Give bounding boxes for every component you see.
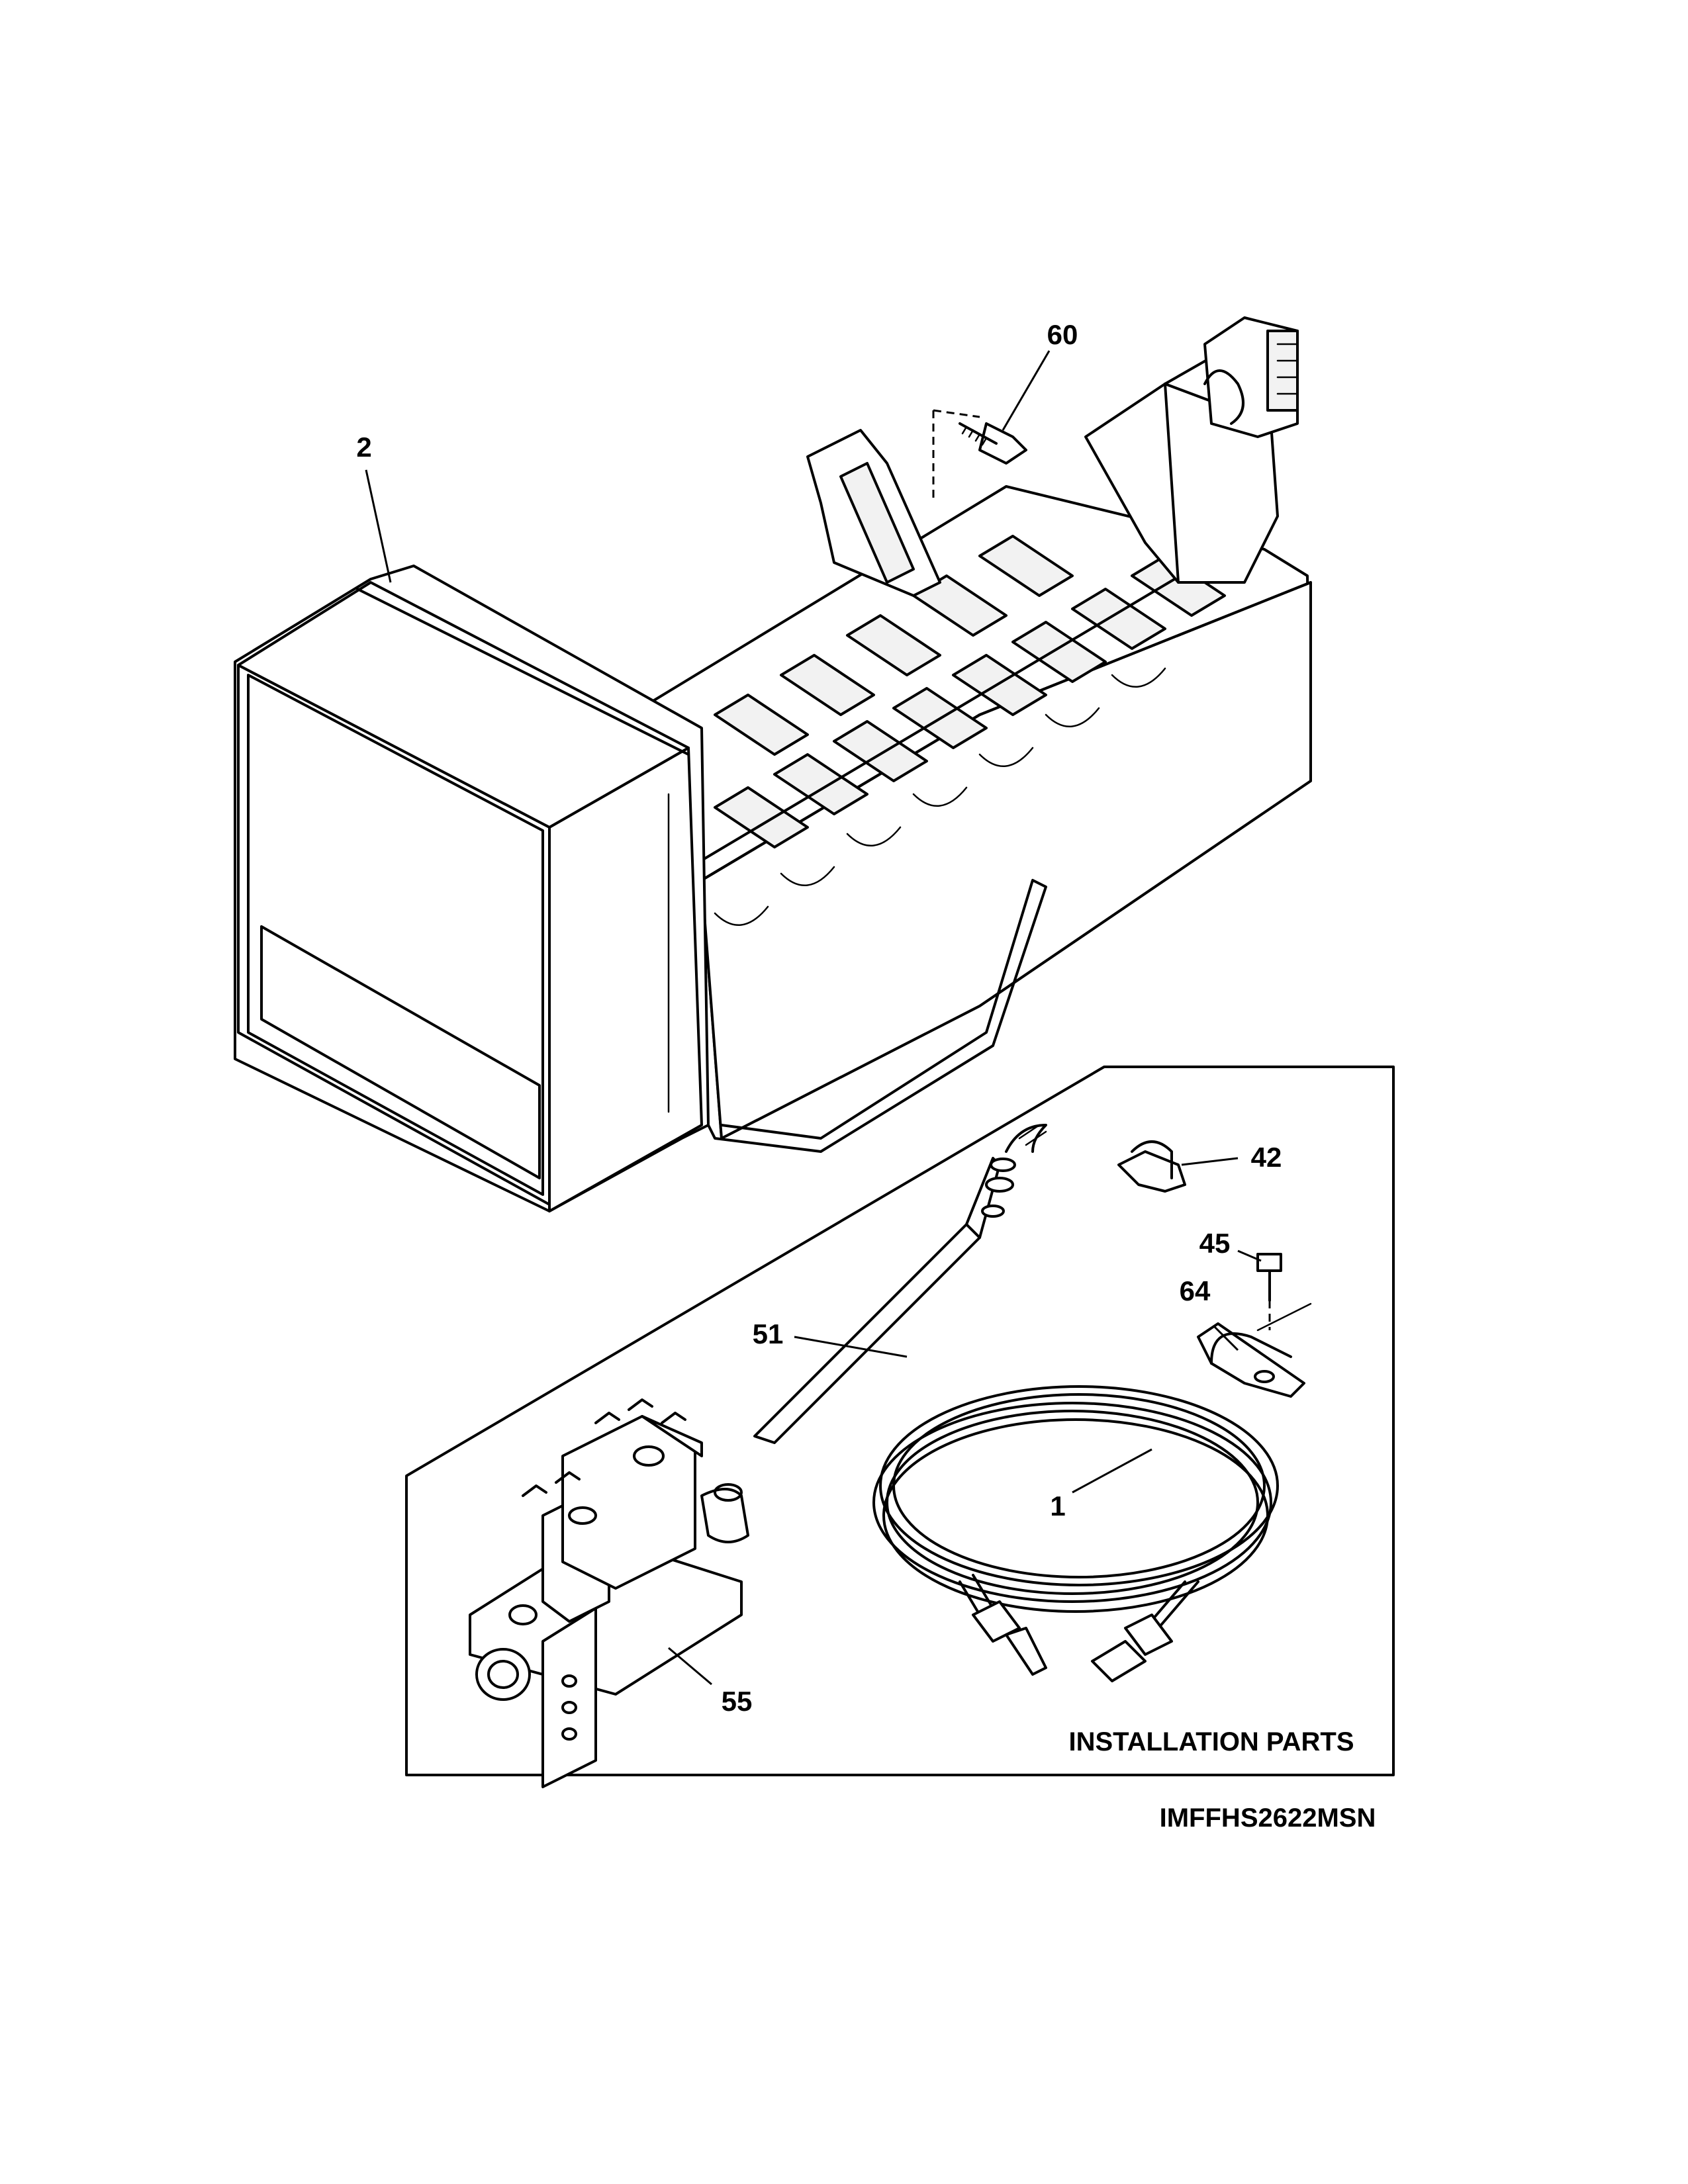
callout-1: 1 [1050,1490,1065,1522]
callout-42: 42 [1251,1142,1282,1173]
callout-60: 60 [1047,319,1078,350]
leader-lines [365,350,1262,1686]
callout-55: 55 [722,1686,753,1717]
clip-42 [1117,1140,1186,1193]
water-valve-55 [469,1398,749,1788]
water-tube-1 [872,1385,1279,1682]
ice-maker-assembly [234,316,1312,1212]
callout-2: 2 [356,432,371,463]
screw-60 [932,409,1027,503]
control-head [234,565,710,1212]
callout-64: 64 [1180,1275,1211,1306]
screw-45 [1256,1253,1282,1330]
installation-parts-box [405,1066,1395,1776]
section-label: INSTALLATION PARTS [1068,1727,1354,1756]
callout-45: 45 [1199,1228,1231,1259]
fill-tube-51 [753,1124,1047,1444]
clamp-64 [1197,1302,1312,1398]
callout-51: 51 [753,1318,784,1349]
model-code: IMFFHS2622MSN [1160,1803,1376,1833]
